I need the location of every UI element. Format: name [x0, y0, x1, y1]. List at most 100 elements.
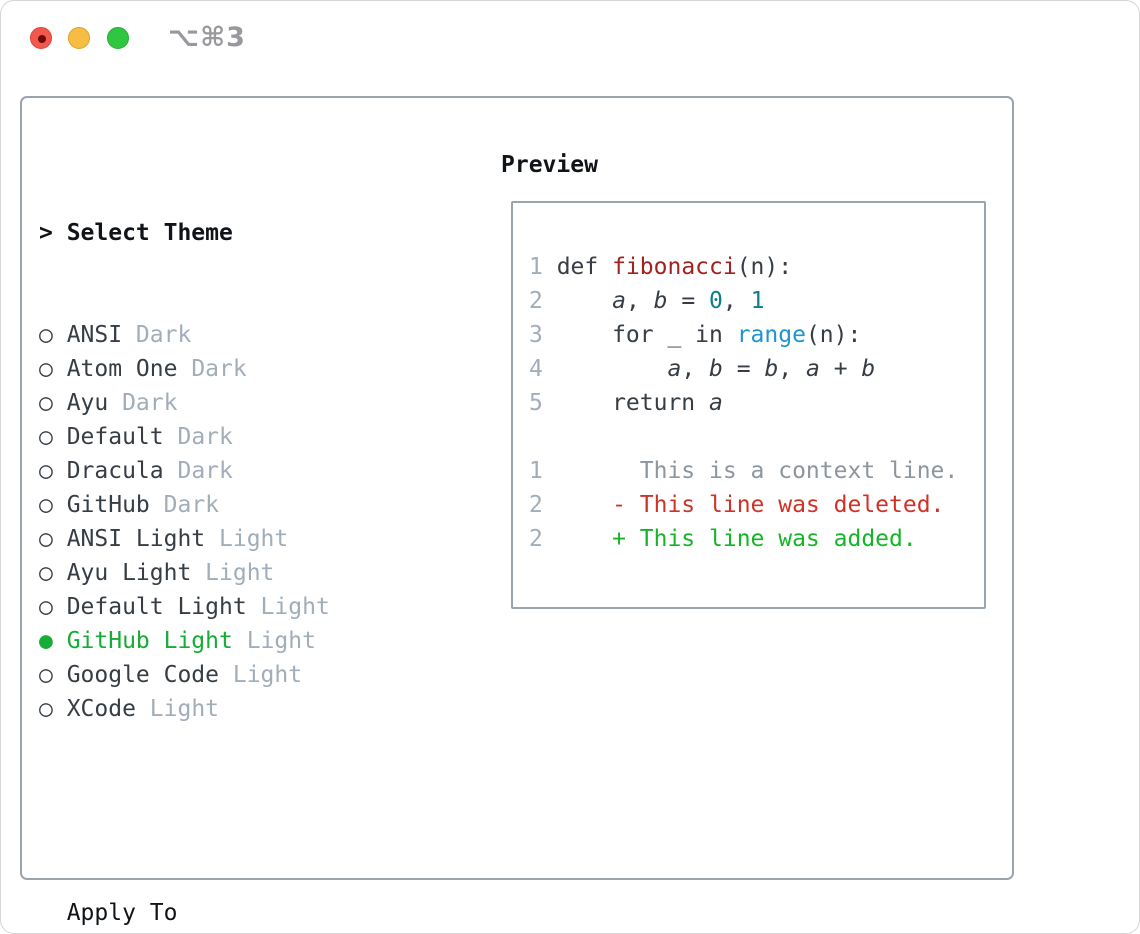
code-segment-var: a — [612, 288, 626, 314]
radio-unselected-icon: ○ — [39, 356, 53, 382]
theme-picker-left-column: >Select Theme ○ANSI Dark○Atom One Dark○A… — [39, 148, 427, 933]
theme-variant-label: Light — [191, 560, 275, 586]
window-titlebar: ⌥⌘3 — [1, 1, 1139, 76]
code-segment-func: fibonacci — [612, 254, 737, 280]
code-line — [529, 420, 958, 454]
code-segment-var: b — [653, 288, 668, 314]
theme-option-ansi-light[interactable]: ○ ANSI Light Light — [39, 522, 427, 556]
theme-option-xcode[interactable]: ○ XCode Light — [39, 692, 427, 726]
theme-option-default[interactable]: ○Default Dark — [39, 420, 427, 454]
close-button[interactable] — [30, 27, 52, 49]
code-segment-code: def — [556, 254, 613, 280]
option-label: Default Light — [66, 594, 247, 620]
option-label: Ayu — [66, 390, 109, 416]
preview-pane — [511, 201, 986, 609]
section-gap — [39, 794, 427, 828]
theme-variant-label: Light — [205, 526, 289, 552]
code-segment-code: , — [722, 288, 751, 314]
code-line: 1 This is a context line. — [529, 454, 958, 488]
theme-variant-label: Dark — [108, 390, 178, 416]
option-label: GitHub — [66, 492, 150, 518]
line-number: 4 — [529, 356, 543, 382]
code-segment-var: a — [667, 356, 682, 382]
select-theme-header: > Select Theme — [39, 216, 427, 250]
theme-variant-label: Light — [219, 662, 303, 688]
minimize-button[interactable] — [68, 27, 90, 49]
radio-unselected-icon: ○ — [39, 594, 53, 620]
code-line: 1 def fibonacci(n): — [529, 250, 958, 284]
code-segment-code — [557, 288, 612, 314]
code-segment-code: = — [667, 288, 710, 314]
theme-variant-label: Light — [135, 696, 220, 722]
code-segment-code: = — [722, 356, 765, 382]
radio-unselected-icon: ○ — [39, 390, 53, 416]
theme-option-ayu-light[interactable]: ○ Ayu Light Light — [39, 556, 427, 590]
theme-option-github-light[interactable]: ● GitHub Light Light — [39, 624, 427, 658]
code-segment-code: return — [556, 390, 710, 416]
code-segment-code: (n): — [805, 322, 862, 348]
theme-list: ○ANSI Dark○Atom One Dark○Ayu Dark○Defaul… — [39, 318, 427, 726]
theme-option-default-light[interactable]: ○ Default Light Light — [39, 590, 427, 624]
code-segment-num: 0 — [709, 288, 723, 314]
option-label: ANSI Light — [66, 526, 206, 552]
option-label: Ayu Light — [66, 560, 192, 586]
code-segment-num: 1 — [750, 288, 765, 314]
theme-variant-label: Light — [246, 594, 330, 620]
radio-unselected-icon: ○ — [39, 526, 53, 552]
code-segment-code: , — [625, 288, 654, 314]
line-number: 2 — [529, 288, 543, 314]
option-label: Default — [66, 424, 164, 450]
theme-option-google-code[interactable]: ○Google Code Light — [39, 658, 427, 692]
code-segment-var: b — [709, 356, 723, 382]
preview-title: Preview — [501, 152, 598, 178]
theme-variant-label: Dark — [177, 356, 247, 382]
code-segment-var: b — [764, 356, 779, 382]
code-segment-add: + This line was added. — [556, 526, 917, 552]
code-segment-code: , — [681, 356, 710, 382]
theme-variant-label: Dark — [163, 424, 233, 450]
option-label: ANSI — [66, 322, 123, 348]
option-label: Dracula — [66, 458, 164, 484]
apply-to-title: Apply To — [66, 900, 178, 926]
line-number: 1 — [529, 458, 543, 484]
code-segment-ctx: This is a context line. — [556, 458, 959, 484]
prompt-icon: > — [39, 220, 53, 246]
code-line: 5 return a — [529, 386, 958, 420]
theme-option-atom-one[interactable]: ○Atom One Dark — [39, 352, 427, 386]
code-line: 2 a, b = 0, 1 — [529, 284, 958, 318]
record-dot-icon — [38, 35, 46, 43]
radio-unselected-icon: ○ — [39, 696, 53, 722]
window-title: ⌥⌘3 — [168, 22, 246, 53]
code-segment-var: b — [861, 356, 876, 382]
option-label: XCode — [66, 696, 136, 722]
radio-selected-icon: ● — [39, 628, 53, 654]
select-theme-title: Select Theme — [66, 220, 233, 246]
code-line: 2 + This line was added. — [529, 522, 958, 556]
line-number: 1 — [529, 254, 543, 280]
code-segment-var: a — [709, 390, 723, 416]
theme-variant-label: Light — [232, 628, 316, 654]
code-line: 3 for _ in range(n): — [529, 318, 958, 352]
theme-option-dracula[interactable]: ○ Dracula Dark — [39, 454, 427, 488]
option-label: GitHub Light — [66, 628, 233, 654]
line-number: 2 — [529, 492, 543, 518]
theme-variant-label: Dark — [163, 458, 233, 484]
code-segment-code: for _ in — [556, 322, 737, 348]
theme-option-ayu[interactable]: ○ Ayu Dark — [39, 386, 427, 420]
code-segment-code: (n): — [736, 254, 793, 280]
radio-unselected-icon: ○ — [39, 560, 53, 586]
radio-unselected-icon: ○ — [39, 458, 53, 484]
code-segment-code: + — [819, 356, 862, 382]
radio-unselected-icon: ○ — [39, 322, 53, 348]
code-segment-del: - This line was deleted. — [556, 492, 945, 518]
theme-option-github[interactable]: ○GitHub Dark — [39, 488, 427, 522]
preview-header: Preview — [501, 148, 598, 182]
code-line: 2 - This line was deleted. — [529, 488, 958, 522]
theme-variant-label: Dark — [149, 492, 220, 518]
zoom-button[interactable] — [107, 27, 129, 49]
theme-variant-label: Dark — [122, 322, 192, 348]
radio-unselected-icon: ○ — [39, 662, 53, 688]
theme-option-ansi[interactable]: ○ ANSI Dark — [39, 318, 427, 352]
